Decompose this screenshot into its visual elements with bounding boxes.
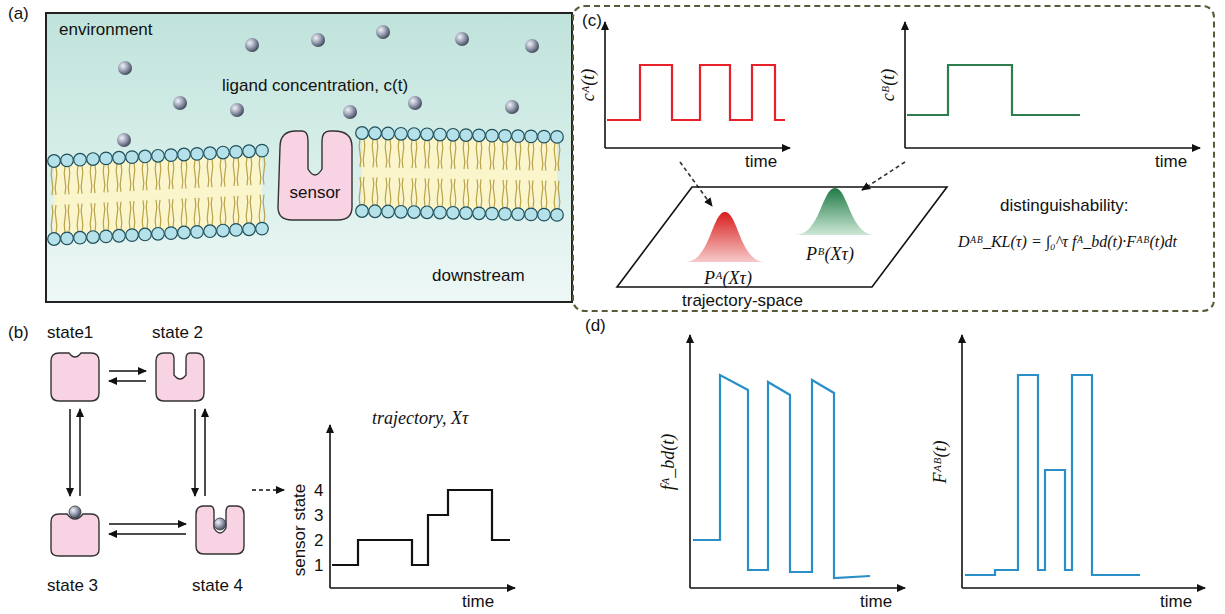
node-outline [45, 500, 105, 558]
node-outline [274, 127, 356, 224]
figure-label: time [462, 592, 494, 612]
node-outline [45, 347, 105, 405]
node-text: state1 [47, 323, 93, 343]
transition-arrow [69, 409, 71, 496]
node-text: (c) [582, 11, 602, 31]
fisher-plots [690, 335, 1205, 588]
figure-label: 4 [314, 481, 323, 501]
transition-arrow [194, 409, 196, 496]
figure-label: time [1160, 592, 1192, 612]
sensor-state: state 3 [45, 500, 109, 600]
trajectory-plot [252, 425, 515, 588]
axis-label: Fᴬᴮ(t) [930, 440, 950, 483]
ligands [67, 25, 539, 147]
figure-label: trajectory, Xτ [372, 408, 468, 428]
sensor-state: state1 [45, 323, 109, 405]
trajectory-space: Pᴬ(Xτ) Pᴮ(Xτ) trajectory-space [614, 184, 954, 313]
figure-label: time [1155, 152, 1187, 172]
transition-arrow [109, 523, 186, 525]
node-text: Pᴬ(Xτ) [704, 268, 752, 288]
concentration-plots [605, 22, 1200, 206]
node-text: environment [59, 20, 153, 40]
figure-label: 2 [314, 531, 323, 551]
figure-label: 1 [314, 556, 323, 576]
axis-label: cᴬ(t) [578, 69, 598, 101]
sensor-protein: sensor [274, 127, 356, 224]
figure-label: (b) [8, 323, 29, 343]
figure-label: (d) [585, 316, 606, 336]
node-text: state 2 [152, 323, 203, 343]
comparison-panel: (c) Pᴬ(Xτ) Pᴮ(Xτ) trajectory-space [572, 5, 1215, 312]
distribution-a [685, 212, 765, 262]
transition-arrow [109, 370, 146, 372]
node-text: downstream [432, 266, 525, 286]
transition-arrow [204, 409, 206, 496]
node-outline [150, 347, 210, 405]
axis-label: sensor state [290, 484, 310, 577]
figure-label: Dᴬᴮ_KL(τ) = ∫₀^τ fᴬ_bd(t)·Fᴬᴮ(t)dt [958, 232, 1177, 252]
axis-label: cᴮ(t) [878, 69, 898, 102]
node-text: sensor [289, 183, 340, 203]
transition-arrow [79, 409, 81, 496]
node-text: trajectory-space [682, 291, 803, 311]
sensor-state: state 2 [150, 323, 214, 405]
environment-ground [46, 13, 572, 302]
figure-label: time [860, 592, 892, 612]
axis-label: fᴬ_bd(t) [658, 434, 678, 490]
node-text: state 4 [192, 576, 243, 596]
node-text: state 3 [47, 576, 98, 596]
node-text: Pᴮ(Xτ) [806, 244, 854, 264]
transition-arrow [109, 533, 186, 535]
node-outline [190, 500, 250, 558]
node-text: ligand concentration, c(t) [222, 76, 408, 96]
sensor-state: state 4 [190, 500, 254, 600]
lipid-bilayer [48, 127, 564, 246]
figure-label: time [745, 152, 777, 172]
transition-arrow [109, 380, 146, 382]
figure-label: distinguishability: [1000, 196, 1129, 216]
environment-panel: environment ligand concentration, c(t) dow… [45, 12, 573, 303]
distribution-b [795, 188, 875, 235]
figure-label: (a) [8, 4, 29, 24]
figure-label: 3 [314, 506, 323, 526]
